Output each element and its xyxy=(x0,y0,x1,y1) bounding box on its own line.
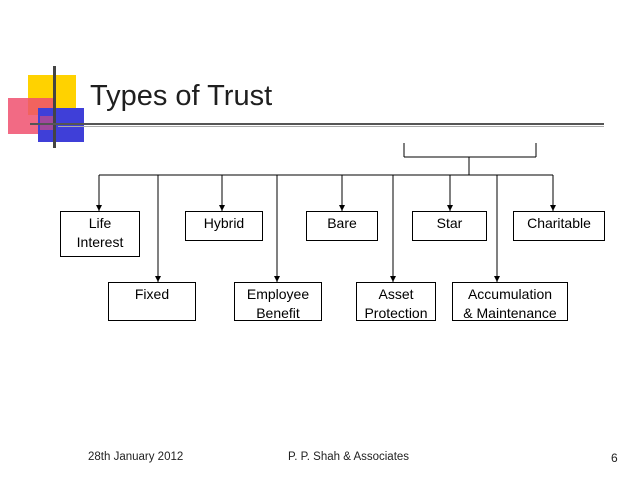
trust-label-line1: Hybrid xyxy=(186,214,262,233)
trust-box-asset-protection: Asset Protection xyxy=(356,282,436,321)
trust-box-hybrid: Hybrid xyxy=(185,211,263,241)
trust-label-line2: Protection xyxy=(357,304,435,323)
footer-date: 28th January 2012 xyxy=(88,451,183,463)
trust-label-line1: Star xyxy=(413,214,486,233)
trust-box-life-interest: Life Interest xyxy=(60,211,140,257)
trust-label-line1: Charitable xyxy=(514,214,604,233)
trust-box-accumulation-maintenance: Accumulation & Maintenance xyxy=(452,282,568,321)
trust-label-line1: Employee xyxy=(235,285,321,304)
trust-label-line1: Fixed xyxy=(109,285,195,304)
trust-label-line2: Interest xyxy=(61,233,139,252)
trust-label-line2: & Maintenance xyxy=(453,304,567,323)
trust-box-charitable: Charitable xyxy=(513,211,605,241)
trust-box-employee-benefit: Employee Benefit xyxy=(234,282,322,321)
footer-page-number: 6 xyxy=(611,451,618,465)
trust-label-line1: Life xyxy=(61,214,139,233)
footer-firm-name: P. P. Shah & Associates xyxy=(288,451,409,463)
trust-box-star: Star xyxy=(412,211,487,241)
trust-label-line1: Asset xyxy=(357,285,435,304)
trust-box-bare: Bare xyxy=(306,211,378,241)
trust-label-line1: Accumulation xyxy=(453,285,567,304)
trust-box-fixed: Fixed xyxy=(108,282,196,321)
trust-label-line1: Bare xyxy=(307,214,377,233)
trust-label-line2: Benefit xyxy=(235,304,321,323)
